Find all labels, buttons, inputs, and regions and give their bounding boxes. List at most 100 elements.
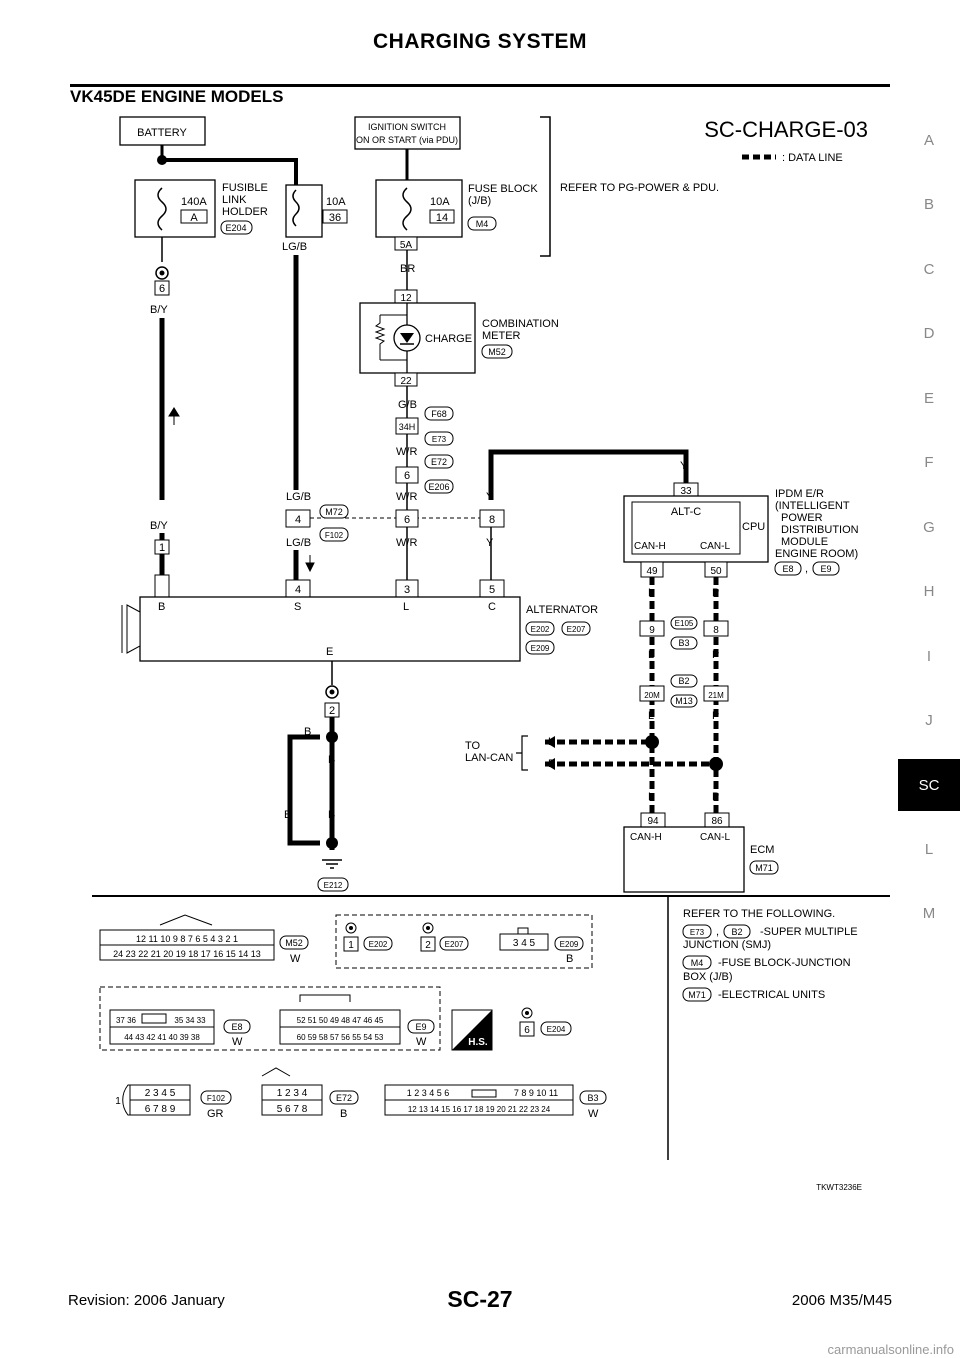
conn-e209-tag: E209 xyxy=(531,644,550,653)
lan-can-to: TO xyxy=(465,740,481,752)
term-5a: 5A xyxy=(400,240,413,251)
svg-text:5 6 7 8: 5 6 7 8 xyxy=(277,1104,308,1115)
ecm-can-l: CAN-L xyxy=(700,832,730,843)
cv-b3-color: W xyxy=(588,1108,599,1120)
ipdm-cpu: CPU xyxy=(742,521,765,533)
term-4-upper: 4 xyxy=(295,514,301,526)
svg-text:1 2 3 4: 1 2 3 4 xyxy=(277,1088,308,1099)
fuseblock-pos: 14 xyxy=(436,212,448,224)
cv-e209-color: B xyxy=(566,953,573,965)
cv-m52-color: W xyxy=(290,953,301,965)
battery-label: BATTERY xyxy=(137,127,187,139)
term-21m: 21M xyxy=(708,691,724,700)
term-3-alt: 3 xyxy=(404,584,410,596)
alt-term-l: L xyxy=(403,601,409,613)
conn-e206-tag: F102 xyxy=(325,531,344,540)
svg-text:24 23 22 21 20 19 18 17 16 15: 24 23 22 21 20 19 18 17 16 15 14 13 xyxy=(113,949,261,959)
e8-connector-view: 37 36 35 34 33 44 43 42 41 40 39 38 xyxy=(109,1009,215,1045)
wire-l-4: L xyxy=(648,791,654,803)
diagram-id: SC-CHARGE-03 xyxy=(704,117,868,142)
wire-y-2: Y xyxy=(680,460,688,472)
ecm-label: ECM xyxy=(750,844,774,856)
alt-term-s: S xyxy=(294,601,301,613)
fusible-label1: FUSIBLE xyxy=(222,182,268,194)
side-tab-j[interactable]: J xyxy=(925,712,933,730)
refer-pg-note: REFER TO PG-POWER & PDU. xyxy=(560,182,719,194)
side-tab-b[interactable]: B xyxy=(923,196,934,214)
ecm-box xyxy=(623,826,745,893)
term-94: 94 xyxy=(647,816,659,827)
term-8-y: 8 xyxy=(489,514,495,526)
svg-text:,: , xyxy=(716,926,719,938)
svg-text:44 43 42 41 40 39 38: 44 43 42 41 40 39 38 xyxy=(124,1033,200,1042)
conn-b2-tag: B2 xyxy=(678,676,689,686)
term-50: 50 xyxy=(710,566,722,577)
ref-smj-1: -SUPER MULTIPLE xyxy=(760,926,858,938)
lan-p: P xyxy=(548,758,555,770)
conn-e73-tag: E206 xyxy=(428,482,449,492)
side-tab-g[interactable]: G xyxy=(923,518,935,536)
alternator-box xyxy=(139,596,521,662)
wire-br: BR xyxy=(400,263,415,275)
side-tab-m[interactable]: M xyxy=(922,905,936,923)
meter-label2: METER xyxy=(482,330,521,342)
wire-lgb-lower: LG/B xyxy=(286,537,311,549)
ipdm-can-h: CAN-H xyxy=(634,541,666,552)
ref-f102: E73 xyxy=(690,928,705,937)
lan-can-label: LAN-CAN xyxy=(465,752,513,764)
cv-e8-tag: E8 xyxy=(231,1022,242,1032)
cv-e206-color: GR xyxy=(207,1108,224,1120)
svg-text:52 51 50 49 48 47 46 45: 52 51 50 49 48 47 46 45 xyxy=(297,1016,384,1025)
conn-m52-tag: M52 xyxy=(488,347,506,357)
wire-gb: G/B xyxy=(398,399,417,411)
fusible-amp: 140A xyxy=(181,196,207,208)
conn-m71-tag: M71 xyxy=(755,863,773,873)
term-20m: 20M xyxy=(644,691,660,700)
svg-text:60 59 58 57 56 55 54 53: 60 59 58 57 56 55 54 53 xyxy=(297,1033,384,1042)
svg-text:6 7 8 9: 6 7 8 9 xyxy=(145,1104,176,1115)
cv-m52-tag: M52 xyxy=(285,938,303,948)
side-tab-i[interactable]: I xyxy=(926,647,932,665)
term-4-alt: 4 xyxy=(295,584,301,596)
fuseblock-amp: 10A xyxy=(430,196,450,208)
fusible-pos: A xyxy=(190,212,198,224)
ref-m4: M4 xyxy=(691,958,704,968)
ipdm-can-l: CAN-L xyxy=(700,541,730,552)
conn-e202-tag: E202 xyxy=(531,625,550,634)
side-tab-h[interactable]: H xyxy=(923,583,935,601)
conn-e105-tag: E105 xyxy=(675,619,694,628)
side-tab-d[interactable]: D xyxy=(923,325,935,343)
cv-e204-tag: E204 xyxy=(547,1025,566,1034)
cv-e204-term: 6 xyxy=(524,1025,530,1036)
term-22: 22 xyxy=(400,376,412,387)
e206-connector-view: 1 2 3 4 5 6 7 8 9 xyxy=(115,1084,191,1116)
side-tab-f[interactable]: F xyxy=(924,454,934,472)
wire-b-1: B xyxy=(304,726,311,738)
cv-e206-tag: F102 xyxy=(207,1094,226,1103)
side-tab-c[interactable]: C xyxy=(923,260,935,278)
fuseblock-label1: FUSE BLOCK xyxy=(468,183,538,195)
side-tab-sc[interactable]: SC xyxy=(898,759,960,811)
cv-e8-color: W xyxy=(232,1036,243,1048)
side-tab-a[interactable]: A xyxy=(923,131,934,149)
ipdm-label5: MODULE xyxy=(781,536,828,548)
data-line-legend: : DATA LINE xyxy=(782,152,843,164)
term-49: 49 xyxy=(646,566,658,577)
svg-text:2 3 4 5: 2 3 4 5 xyxy=(145,1088,176,1099)
fuse36-amp: 10A xyxy=(326,196,346,208)
fusible-label2: LINK xyxy=(222,194,247,206)
ref-m71: M71 xyxy=(688,990,706,1000)
conn-m72-tag: F68 xyxy=(431,409,447,419)
svg-text:12 13 14 15 16 17 18 19 20 21: 12 13 14 15 16 17 18 19 20 21 22 23 24 xyxy=(408,1105,551,1114)
side-tab-l[interactable]: L xyxy=(924,840,934,858)
term-12: 12 xyxy=(400,293,412,304)
alt-term-c: C xyxy=(488,601,496,613)
ipdm-alt-c: ALT-C xyxy=(671,506,701,518)
ref-b2: B2 xyxy=(731,927,742,937)
cv-e9-tag: E9 xyxy=(415,1022,426,1032)
side-tab-e[interactable]: E xyxy=(923,389,934,407)
wire-lgb-mid: LG/B xyxy=(286,491,311,503)
header-rule xyxy=(70,84,890,87)
fuse-icon xyxy=(157,187,167,231)
svg-text:35 34 33: 35 34 33 xyxy=(174,1016,206,1025)
